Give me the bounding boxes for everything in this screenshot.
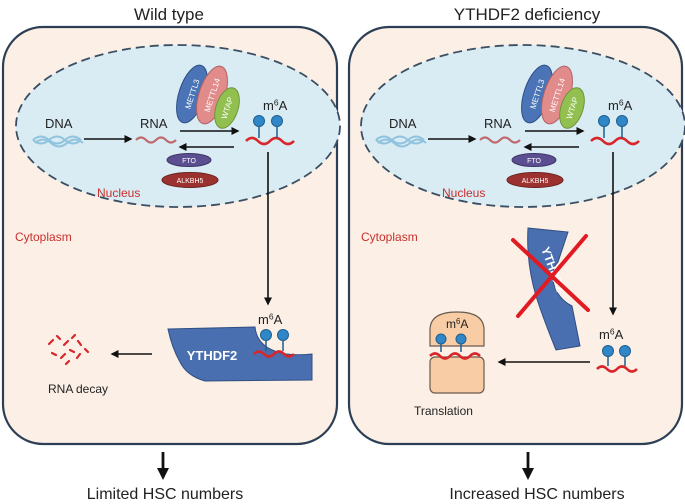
m6a-nucleus-label: m6A [608, 98, 633, 114]
panel-ythdf2-deficiency: YTHDF2 deficiency DNA RNA METTL3 METTL14… [347, 5, 685, 503]
panel-title: Wild type [134, 5, 204, 24]
ribosome-small-subunit [429, 356, 485, 394]
nucleus-label: Nucleus [442, 186, 485, 200]
m6a-mrna-nucleus [590, 115, 640, 146]
panel-wild-type: Wild type DNA RNA METTL3 METTL14 WTAP FT… [1, 5, 341, 503]
cytoplasm-label: Cytoplasm [361, 230, 418, 244]
fto-label: FTO [182, 158, 196, 165]
rna-decay-label: RNA decay [48, 382, 108, 396]
dna-helix [375, 135, 427, 148]
alkbh5-label: ALKBH5 [177, 178, 204, 185]
m6a-cytoplasm-label: m6A [599, 327, 624, 343]
cytoplasm-label: Cytoplasm [15, 230, 72, 244]
fto-label: FTO [527, 158, 541, 165]
wtap-protein [559, 87, 585, 129]
translation-label: Translation [414, 404, 473, 418]
rna-strand [135, 136, 177, 144]
nucleus [15, 44, 341, 208]
writer-complex: METTL3 METTL14 WTAP [176, 64, 240, 129]
dna-label: DNA [45, 116, 73, 131]
fto-protein [166, 153, 212, 167]
alkbh5-label: ALKBH5 [522, 178, 549, 185]
dna-helix [32, 135, 84, 148]
m6a-cytoplasm-label: m6A [258, 312, 283, 328]
rna-label: RNA [484, 116, 512, 131]
fto-protein [511, 153, 557, 167]
rna-strand [479, 136, 521, 144]
rna-label: RNA [140, 116, 168, 131]
writer-complex: METTL3 METTL14 WTAP [521, 64, 585, 129]
alkbh5-protein [506, 172, 564, 188]
alkbh5-protein [161, 172, 219, 188]
m6a-mrna-cytoplasm [596, 345, 638, 373]
panel-title: YTHDF2 deficiency [454, 5, 601, 24]
nucleus [360, 44, 685, 208]
result-label: Increased HSC numbers [449, 486, 624, 503]
ribosome: m6A [429, 311, 485, 394]
dna-label: DNA [389, 116, 417, 131]
m6a-mrna-cytoplasm [253, 329, 295, 358]
m6a-mrna-nucleus [245, 115, 295, 146]
red-cross-icon [511, 234, 590, 318]
nucleus-label: Nucleus [97, 186, 140, 200]
m6a-nucleus-label: m6A [263, 98, 288, 114]
ythdf2-label: YTHDF2 [187, 348, 238, 363]
wtap-protein [214, 87, 240, 129]
ribosome-m6a-label: m6A [446, 317, 468, 331]
result-label: Limited HSC numbers [87, 486, 244, 503]
rna-fragments [47, 333, 90, 366]
